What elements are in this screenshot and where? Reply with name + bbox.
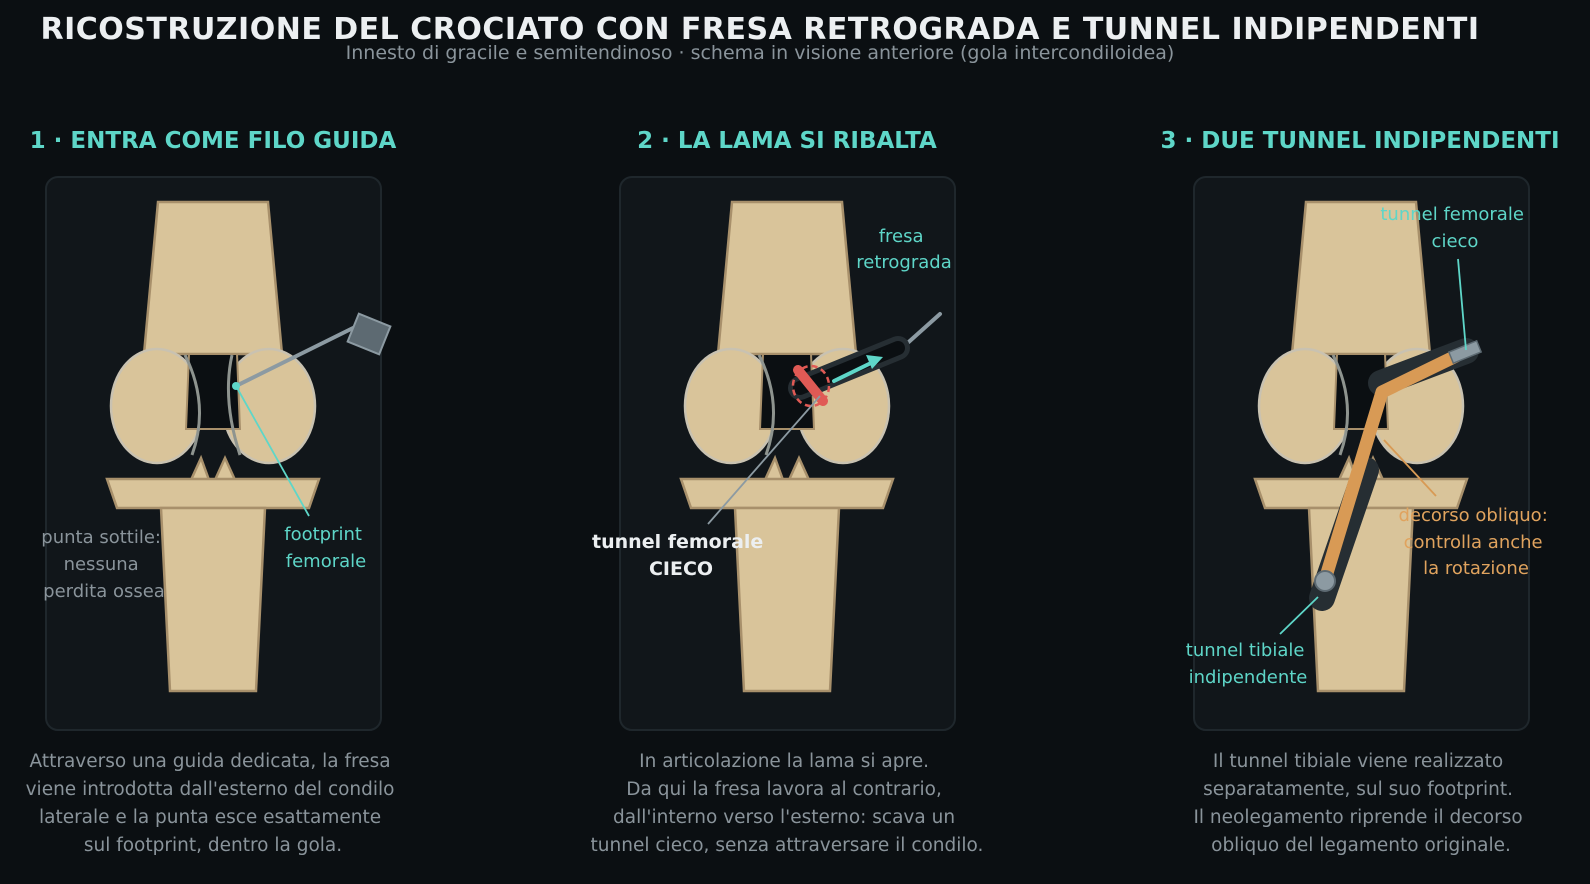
footprint-leader	[235, 385, 310, 517]
panel-2: 2 · LA LAMA SI RIBALTA fresa retrograda …	[591, 128, 984, 856]
tunnel-leader	[707, 395, 821, 525]
page-subtitle: Innesto di gracile e semitendinoso · sch…	[346, 42, 1175, 64]
oblique-course-label: decorso obliquo: controlla anche la rota…	[1398, 505, 1553, 579]
lateral-condyle-outline	[226, 354, 242, 456]
medial-condyle-outline	[1331, 354, 1349, 456]
acl-graft	[1317, 349, 1463, 590]
tibial-tunnel-leader	[1279, 596, 1319, 635]
femoral-tunnel-leader	[1457, 258, 1467, 351]
panel-2-card	[619, 176, 956, 731]
blade-rotation-circle	[791, 364, 831, 408]
flip-blade	[793, 365, 828, 406]
panel-3-description: Il tunnel tibiale viene realizzato separ…	[1193, 751, 1528, 856]
panel-1: 1 · ENTRA COME FILO GUIDA footprint femo…	[26, 128, 401, 856]
guide-wire	[234, 325, 357, 388]
page-title: RICOSTRUZIONE DEL CROCIATO CON FRESA RET…	[40, 12, 1479, 47]
femoral-button	[1447, 339, 1483, 365]
arrow-head-icon	[866, 355, 883, 369]
medial-condyle-outline	[183, 354, 201, 456]
footprint-label: footprint femorale	[284, 524, 367, 572]
panel-1-description: Attraverso una guida dedicata, la fresa …	[26, 751, 401, 856]
femoral-blind-tunnel-lumen	[793, 341, 905, 395]
panel-3-title: 3 · DUE TUNNEL INDIPENDENTI	[1160, 128, 1559, 154]
retrograde-direction-arrow	[832, 360, 875, 383]
medial-condyle-outline	[757, 354, 775, 456]
panel-1-title: 1 · ENTRA COME FILO GUIDA	[30, 128, 397, 154]
oblique-course-leader	[1383, 439, 1437, 497]
guide-handle	[346, 312, 392, 356]
panel-1-card	[45, 176, 382, 731]
panel-3: 3 · DUE TUNNEL INDIPENDENTI tunnel femor…	[1160, 128, 1559, 856]
panel-2-title: 2 · LA LAMA SI RIBALTA	[637, 128, 937, 154]
tibial-screw	[1314, 570, 1336, 592]
retrograde-reamer-label: fresa retrograda	[856, 226, 951, 273]
blind-tunnel-label: tunnel femorale CIECO	[592, 531, 770, 580]
panel-2-description: In articolazione la lama si apre. Da qui…	[591, 751, 984, 856]
tibial-tunnel-label: tunnel tibiale indipendente	[1186, 640, 1310, 688]
thin-tip-label: punta sottile: nessuna perdita ossea	[41, 527, 166, 602]
femoral-blind-tunnel-label: tunnel femorale cieco	[1380, 204, 1529, 252]
